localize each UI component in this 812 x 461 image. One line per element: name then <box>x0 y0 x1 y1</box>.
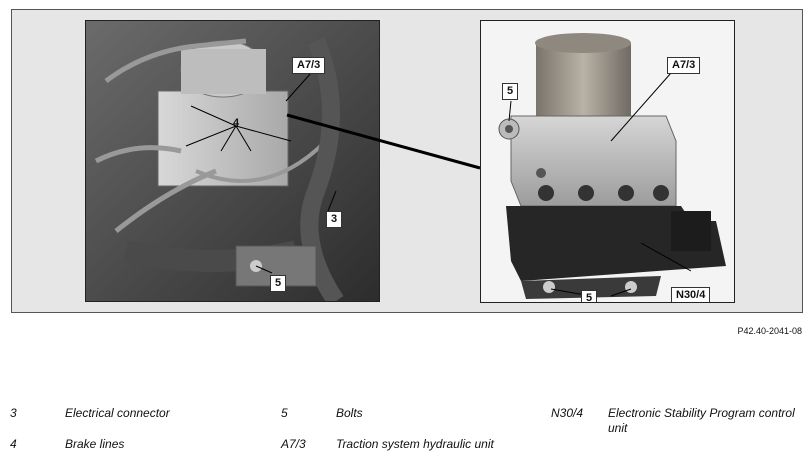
legend-code: N30/4 <box>551 406 584 420</box>
legend-code: 5 <box>281 406 288 420</box>
figure-frame: A7/3 4 3 5 <box>11 9 803 313</box>
callout-n30-4: N30/4 <box>671 287 711 302</box>
legend-item-4: 4 Brake lines <box>10 437 260 453</box>
legend-text: Brake lines <box>65 437 125 451</box>
callout-5-top-right: 5 <box>502 83 519 100</box>
figure-id: P42.40-2041-08 <box>737 326 802 336</box>
legend-item-n30-4: N30/4 Electronic Stability Program contr… <box>551 406 806 438</box>
esp-unit-photo: 5 A7/3 N30/4 5 <box>480 20 735 303</box>
callout-5-left: 5 <box>270 275 287 292</box>
engine-bay-illustration <box>86 21 379 301</box>
legend-item-a7-3: A7/3 Traction system hydraulic unit <box>281 437 541 453</box>
callout-a7-3-right: A7/3 <box>667 57 701 74</box>
legend-text: Bolts <box>336 406 363 420</box>
callout-4: 4 <box>233 117 240 129</box>
callout-5-bottom-right: 5 <box>581 290 598 302</box>
legend-item-3: 3 Electrical connector <box>10 406 260 422</box>
callout-3: 3 <box>326 211 343 228</box>
zoom-connector <box>286 113 481 170</box>
legend-text: Traction system hydraulic unit <box>336 437 494 451</box>
legend-code: 4 <box>10 437 17 451</box>
legend-code: A7/3 <box>281 437 306 451</box>
engine-bay-photo: A7/3 4 3 5 <box>85 20 380 302</box>
callout-a7-3-left: A7/3 <box>292 57 326 74</box>
legend-code: 3 <box>10 406 17 420</box>
legend-text: Electrical connector <box>65 406 170 420</box>
legend-text: Electronic Stability Program control uni… <box>608 406 795 435</box>
legend-item-5: 5 Bolts <box>281 406 541 422</box>
